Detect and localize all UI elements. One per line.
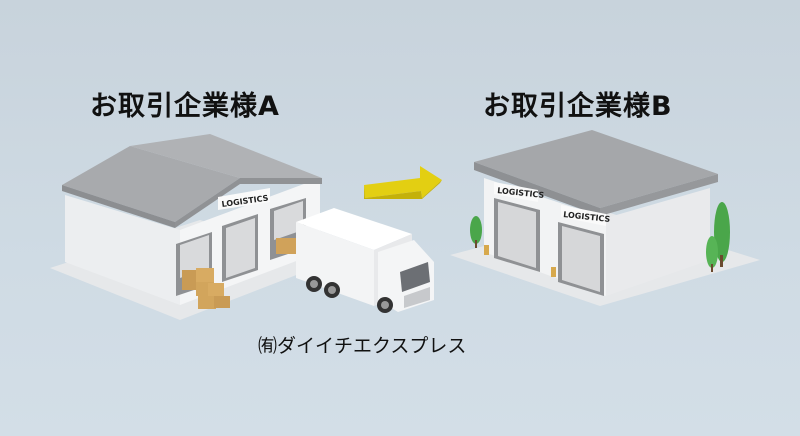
- company-a-label: お取引企業様A: [90, 91, 280, 122]
- carrier-label: ㈲ダイイチエクスプレス: [258, 335, 467, 357]
- arrow-right-icon: [364, 166, 442, 199]
- truck-icon: [296, 208, 434, 313]
- company-b-label: お取引企業様B: [483, 91, 673, 122]
- tree-icon: [470, 202, 730, 272]
- warehouse-b-icon: LOGISTICS LOGISTICS: [450, 130, 760, 306]
- warehouse-a-icon: LOGISTICS: [50, 134, 330, 320]
